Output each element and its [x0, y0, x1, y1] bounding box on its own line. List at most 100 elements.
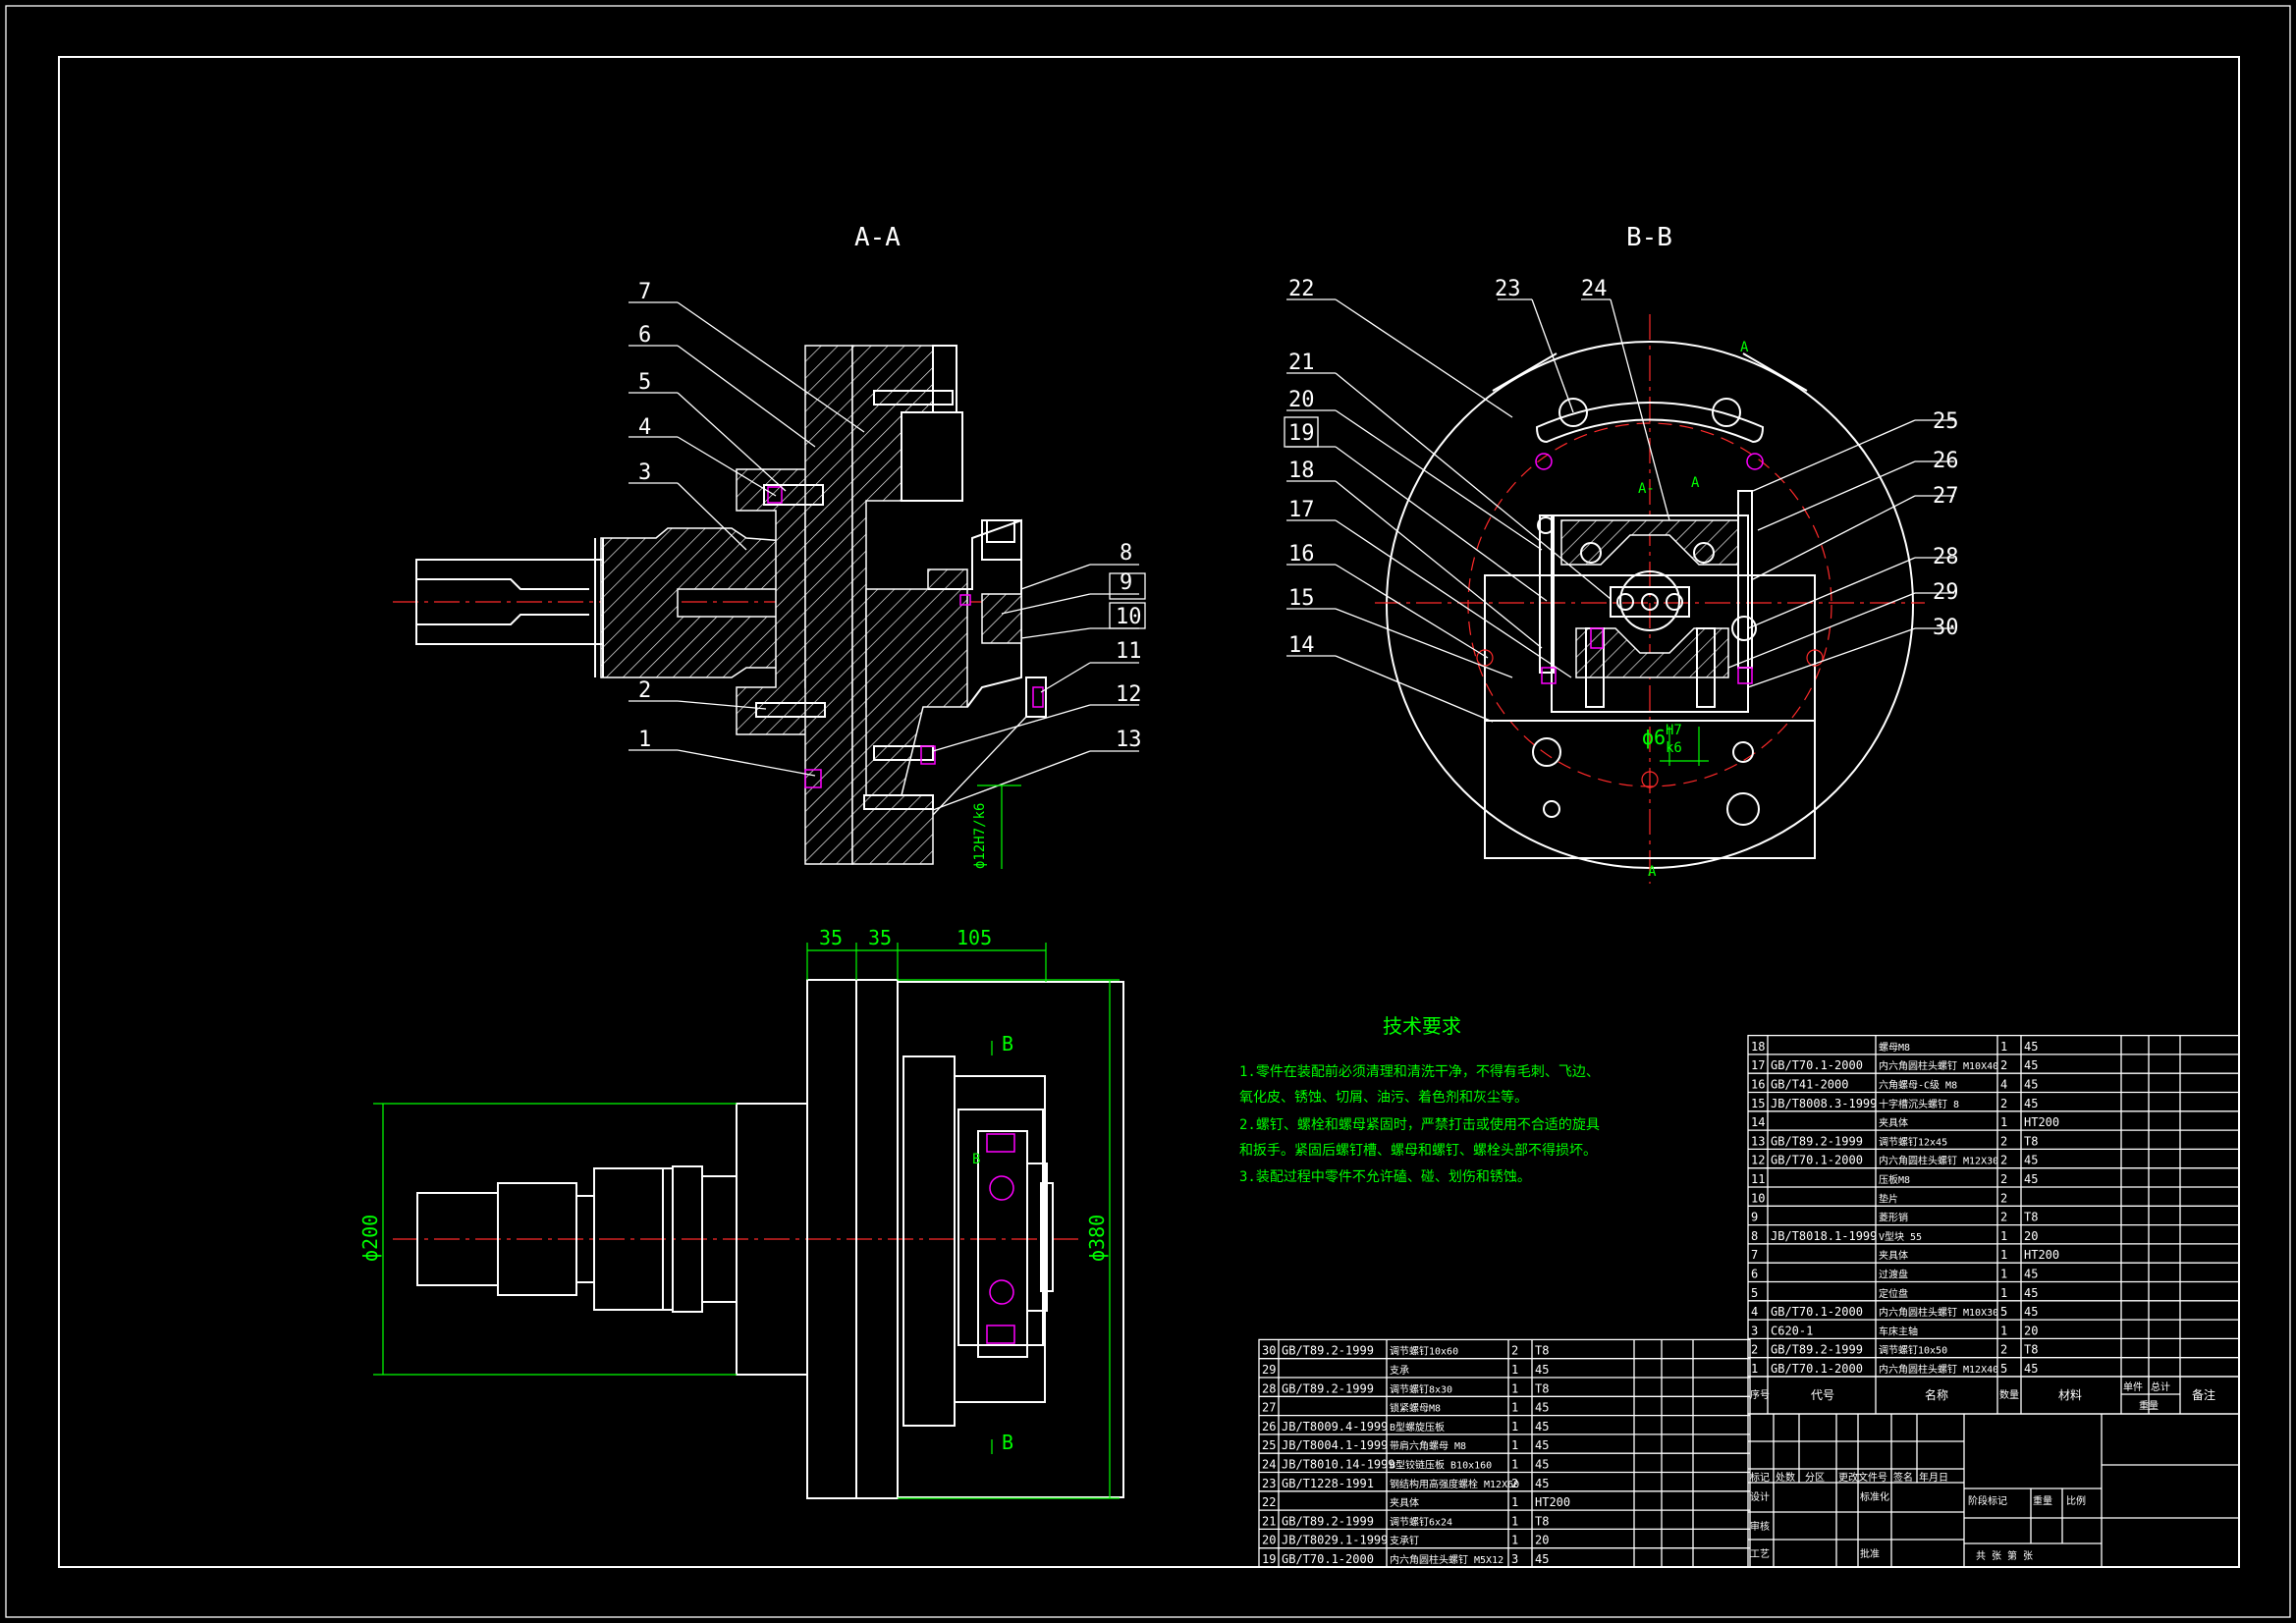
bom-left-cell: 23: [1262, 1477, 1276, 1490]
bom-right-cell: 车床主轴: [1879, 1325, 1918, 1337]
bom-left-cell: 26: [1262, 1420, 1276, 1434]
balloon-15: 15: [1288, 586, 1315, 611]
bom-left-cell: 22: [1262, 1495, 1276, 1509]
bom-right-cell: 16: [1751, 1078, 1765, 1092]
bom-left-cell: 1: [1511, 1495, 1518, 1509]
bom-right-cell: 45: [2024, 1362, 2038, 1376]
outer-border: [5, 5, 2291, 1618]
bom-right-cell: GB/T70.1-2000: [1771, 1058, 1863, 1072]
bom-left-cell: JB/T8010.14-1999: [1282, 1458, 1395, 1472]
bom-left-cell: 45: [1535, 1363, 1549, 1377]
bom-right-cell: 20: [2024, 1229, 2038, 1243]
bom-header: 序号 代号 名称 数量 材料 单件 总计 重量 备注: [1747, 1376, 2240, 1415]
bom-right-cell: 调节螺钉10x50: [1879, 1345, 1947, 1357]
bom-right-cell: 夹具体: [1879, 1249, 1908, 1262]
bom-right-cell: 9: [1751, 1211, 1758, 1224]
bom-right-cell: 45: [2024, 1286, 2038, 1300]
cut-mark-a-inner: A-: [1638, 481, 1655, 497]
tb-mark: 标记: [1750, 1472, 1770, 1484]
bom-right-cell: GB/T89.2-1999: [1771, 1134, 1863, 1148]
balloon-21: 21: [1288, 351, 1315, 375]
bom-left-cell: 24: [1262, 1458, 1276, 1472]
bom-right-cell: 11: [1751, 1172, 1765, 1186]
bom-left-cell: GB/T89.2-1999: [1282, 1344, 1374, 1358]
tb-sign: 签名: [1893, 1471, 1913, 1484]
view-bb: A A A- A ϕ6 H7 k6: [1284, 277, 1959, 884]
tb-change: 更改文件号: [1838, 1471, 1887, 1484]
balloon-12: 12: [1116, 682, 1142, 707]
balloon-28: 28: [1933, 545, 1959, 569]
balloon-26: 26: [1933, 449, 1959, 473]
bom-left-cell: 2: [1511, 1344, 1518, 1358]
bom-left-cell: B型铰链压板 B10x160: [1390, 1459, 1492, 1472]
cut-mark-a-top: A: [1740, 340, 1749, 355]
bom-right-cell: 4: [1751, 1305, 1758, 1319]
tb-review: 审核: [1750, 1520, 1770, 1533]
tb-count: 处数: [1776, 1471, 1795, 1484]
bom-left-cell: 45: [1535, 1458, 1549, 1472]
bom-right-cell: 1: [2000, 1229, 2007, 1243]
bom-right-cell: JB/T8018.1-1999: [1771, 1229, 1877, 1243]
balloon-18: 18: [1288, 459, 1315, 483]
bom-right-cell: GB/T89.2-1999: [1771, 1343, 1863, 1357]
bom-right-cell: 2: [2000, 1172, 2007, 1186]
bom-right-cell: 5: [2000, 1362, 2007, 1376]
bom-left-cell: 钢结构用高强度螺栓 M12X60: [1390, 1478, 1519, 1490]
balloon-25: 25: [1933, 409, 1959, 434]
tech-line-3: 2.螺钉、螺栓和螺母紧固时，严禁打击或使用不合适的旋具: [1239, 1116, 1600, 1133]
bom-right-cell: 10: [1751, 1191, 1765, 1205]
balloon-22: 22: [1288, 277, 1315, 301]
bom-right-cell: 螺母M8: [1879, 1042, 1910, 1054]
balloon-9: 9: [1120, 570, 1132, 595]
bom-right-cell: 6: [1751, 1268, 1758, 1281]
bom-left-cell: 1: [1511, 1514, 1518, 1528]
bom-right-cell: 45: [2024, 1154, 2038, 1167]
bom-right-cell: 17: [1751, 1058, 1765, 1072]
bom-right-cell: 1: [2000, 1248, 2007, 1262]
bom-right-cell: 六角螺母-C级 M8: [1879, 1080, 1957, 1092]
tb-design: 设计: [1750, 1490, 1770, 1503]
bom-right-cell: 1: [1751, 1362, 1758, 1376]
bom-left-cell: 1: [1511, 1458, 1518, 1472]
balloon-8: 8: [1120, 541, 1132, 566]
dim-35-b: 35: [868, 926, 892, 949]
bom-right-cell: 内六角圆柱头螺钉 M12X40: [1879, 1363, 1998, 1376]
balloon-14: 14: [1288, 633, 1315, 658]
bom-left-cell: JB/T8009.4-1999: [1282, 1420, 1388, 1434]
fit-bb-low: k6: [1666, 740, 1682, 756]
dim-105: 105: [957, 926, 992, 949]
bom-right-cell: 45: [2024, 1172, 2038, 1186]
bom-right-cell: 2: [2000, 1134, 2007, 1148]
dim-200: ϕ200: [358, 1215, 382, 1262]
tb-zone: 分区: [1805, 1472, 1825, 1484]
bom-right-cell: GB/T70.1-2000: [1771, 1362, 1863, 1376]
tb-weight: 重量: [2033, 1494, 2052, 1507]
bom-right-cell: GB/T70.1-2000: [1771, 1305, 1863, 1319]
dim-35-a: 35: [819, 926, 843, 949]
fit-aa: ϕ12H7/k6: [972, 803, 988, 869]
bom-right-cell: 2: [2000, 1343, 2007, 1357]
bom-head-material: 材料: [2058, 1388, 2082, 1402]
tech-line-1: 1.零件在装配前必须清理和清洗干净，不得有毛刺、飞边、: [1239, 1063, 1600, 1080]
bom-left-cell: 19: [1262, 1552, 1276, 1566]
bom-left-cell: 20: [1535, 1534, 1549, 1547]
bom-head-weight: 重量: [2139, 1399, 2159, 1412]
cut-mark-a-inner2: A: [1691, 475, 1700, 491]
bom-right-cell: V型块 55: [1879, 1230, 1922, 1243]
bom-right-cell: 菱形销: [1879, 1212, 1908, 1224]
bom-right-cell: 3: [1751, 1324, 1758, 1337]
balloon-10: 10: [1116, 605, 1142, 629]
bom-head-qty: 数量: [1999, 1388, 2019, 1401]
bom-left-cell: GB/T70.1-2000: [1282, 1552, 1374, 1566]
bom-left-cell: GB/T89.2-1999: [1282, 1514, 1374, 1528]
bom-right-cell: 45: [2024, 1058, 2038, 1072]
tech-line-4: 和扳手。紧固后螺钉槽、螺母和螺钉、螺栓头部不得损坏。: [1239, 1142, 1597, 1159]
bom-head-name: 名称: [1925, 1387, 1948, 1402]
cut-mark-b-bottom: B: [1002, 1431, 1013, 1454]
tb-stage: 阶段标记: [1968, 1494, 2007, 1507]
bom-right-cell: 夹具体: [1879, 1116, 1908, 1129]
bom-left-cell: 20: [1262, 1534, 1276, 1547]
bom-right-cell: 45: [2024, 1305, 2038, 1319]
bom-right-cell: 2: [2000, 1191, 2007, 1205]
